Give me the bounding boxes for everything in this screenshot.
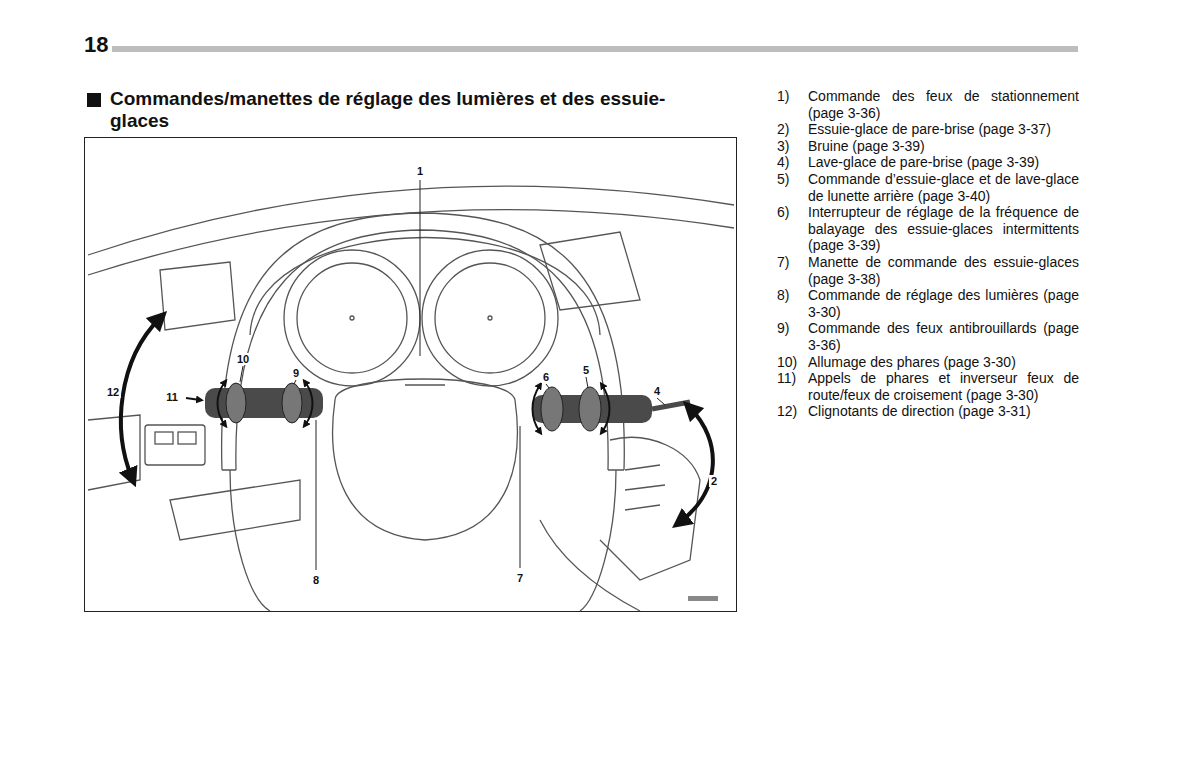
callout-number: 1: [415, 165, 425, 177]
item-number: 1): [777, 88, 808, 121]
header-rule: [112, 46, 1078, 52]
item-number: 3): [777, 138, 808, 155]
legend-row: 4)Lave-glace de pare-brise (page 3-39): [777, 154, 1079, 171]
legend-row: 1)Commande des feux de stationnement (pa…: [777, 88, 1079, 121]
callout-number: 2: [709, 475, 719, 487]
item-description: Appels de phares et inverseur feux de ro…: [808, 370, 1079, 403]
callout-number: 11: [164, 391, 180, 403]
figure-code-mark: [688, 596, 718, 601]
item-description: Interrupteur de réglage de la fréquence …: [808, 204, 1079, 254]
legend-row: 3)Bruine (page 3-39): [777, 138, 1079, 155]
stalk-drawing: [205, 383, 690, 431]
legend-row: 6)Interrupteur de réglage de la fréquenc…: [777, 204, 1079, 254]
legend-row: 10)Allumage des phares (page 3-30): [777, 354, 1079, 371]
item-description: Commande d’essuie-glace et de lave-glace…: [808, 171, 1079, 204]
item-description: Commande des feux antibrouillards (page …: [808, 320, 1079, 353]
item-description: Essuie-glace de pare-brise (page 3-37): [808, 121, 1079, 138]
item-number: 6): [777, 204, 808, 254]
heading-bullet: [87, 93, 101, 107]
leader-lines: [240, 180, 665, 570]
legend-list: 1)Commande des feux de stationnement (pa…: [777, 88, 1079, 420]
item-description: Manette de commande des essuie-glaces (p…: [808, 254, 1079, 287]
dashboard-drawing: [88, 186, 734, 611]
legend-row: 11)Appels de phares et inverseur feux de…: [777, 370, 1079, 403]
legend-row: 2)Essuie-glace de pare-brise (page 3-37): [777, 121, 1079, 138]
legend-row: 8)Commande de réglage des lumières (page…: [777, 287, 1079, 320]
callout-number: 8: [311, 574, 321, 586]
item-description: Lave-glace de pare-brise (page 3-39): [808, 154, 1079, 171]
legend-row: 7)Manette de commande des essuie-glaces …: [777, 254, 1079, 287]
callout-number: 5: [581, 364, 591, 376]
item-description: Commande de réglage des lumières (page 3…: [808, 287, 1079, 320]
item-description: Commande des feux de stationnement (page…: [808, 88, 1079, 121]
item-number: 9): [777, 320, 808, 353]
callout-number: 7: [515, 572, 525, 584]
item-number: 8): [777, 287, 808, 320]
callout-number: 6: [541, 371, 551, 383]
item-description: Bruine (page 3-39): [808, 138, 1079, 155]
item-number: 5): [777, 171, 808, 204]
item-number: 7): [777, 254, 808, 287]
figure-frame: [85, 138, 737, 612]
legend-row: 5)Commande d’essuie-glace et de lave-gla…: [777, 171, 1079, 204]
movement-arrows: [121, 318, 713, 522]
item-number: 12): [777, 403, 808, 420]
callout-number: 4: [652, 385, 662, 397]
item-description: Clignotants de direction (page 3-31): [808, 403, 1079, 420]
callout-number: 9: [291, 367, 301, 379]
callout-number: 10: [235, 353, 251, 365]
item-description: Allumage des phares (page 3-30): [808, 354, 1079, 371]
legend-row: 12)Clignotants de direction (page 3-31): [777, 403, 1079, 420]
item-number: 2): [777, 121, 808, 138]
section-heading: Commandes/manettes de réglage des lumièr…: [110, 88, 724, 132]
item-number: 11): [777, 370, 808, 403]
page-number: 18: [84, 33, 108, 57]
item-number: 4): [777, 154, 808, 171]
legend-row: 9)Commande des feux antibrouillards (pag…: [777, 320, 1079, 353]
callout-number: 12: [105, 386, 121, 398]
item-number: 10): [777, 354, 808, 371]
